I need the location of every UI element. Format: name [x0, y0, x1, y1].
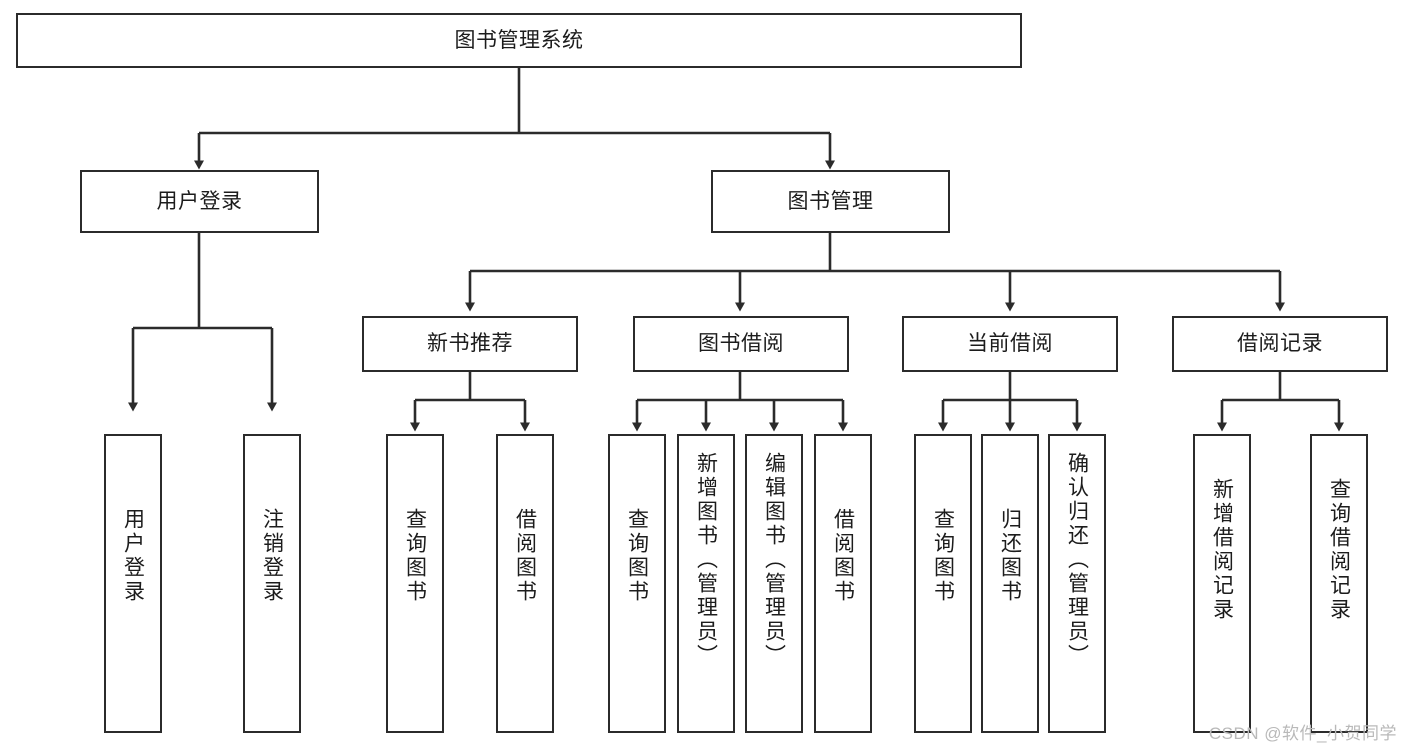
leaf-current-query-books-label: 查询图书	[931, 508, 955, 604]
node-new-book-recommend[interactable]: 新书推荐	[362, 316, 578, 372]
leaf-borrow-edit-book-admin[interactable]: 编辑图书（管理员）	[745, 434, 803, 733]
leaf-logout[interactable]: 注销登录	[243, 434, 301, 733]
leaf-newbook-query-books-label: 查询图书	[403, 508, 427, 604]
node-book-borrow-label: 图书借阅	[698, 332, 784, 356]
node-user-login-label: 用户登录	[156, 189, 243, 213]
leaf-current-return-books-label: 归还图书	[998, 508, 1022, 604]
leaf-current-confirm-return-admin[interactable]: 确认归还（管理员）	[1048, 434, 1106, 733]
leaf-current-confirm-return-admin-label: 确认归还（管理员）	[1065, 452, 1089, 668]
node-root-label: 图书管理系统	[454, 28, 584, 52]
node-book-management[interactable]: 图书管理	[711, 170, 950, 233]
node-current-borrow-label: 当前借阅	[967, 332, 1053, 356]
node-borrow-record-label: 借阅记录	[1237, 332, 1323, 356]
leaf-record-query-borrow-record[interactable]: 查询借阅记录	[1310, 434, 1368, 733]
leaf-logout-label: 注销登录	[260, 508, 284, 604]
node-user-login[interactable]: 用户登录	[80, 170, 319, 233]
leaf-borrow-edit-book-admin-label: 编辑图书（管理员）	[762, 452, 786, 668]
node-current-borrow[interactable]: 当前借阅	[902, 316, 1118, 372]
node-new-book-recommend-label: 新书推荐	[427, 332, 513, 356]
leaf-borrow-add-book-admin-label: 新增图书（管理员）	[694, 452, 718, 668]
leaf-borrow-add-book-admin[interactable]: 新增图书（管理员）	[677, 434, 735, 733]
node-root-book-management-system[interactable]: 图书管理系统	[16, 13, 1022, 68]
node-book-borrow[interactable]: 图书借阅	[633, 316, 849, 372]
leaf-newbook-borrow-books[interactable]: 借阅图书	[496, 434, 554, 733]
leaf-user-login[interactable]: 用户登录	[104, 434, 162, 733]
leaf-record-add-borrow-record[interactable]: 新增借阅记录	[1193, 434, 1251, 733]
leaf-user-login-label: 用户登录	[121, 508, 145, 604]
leaf-borrow-borrow-books-label: 借阅图书	[831, 508, 855, 604]
leaf-current-return-books[interactable]: 归还图书	[981, 434, 1039, 733]
leaf-borrow-query-books[interactable]: 查询图书	[608, 434, 666, 733]
node-book-management-label: 图书管理	[787, 189, 874, 213]
csdn-watermark: CSDN @软件_小贺同学	[1208, 724, 1397, 743]
leaf-record-add-borrow-record-label: 新增借阅记录	[1210, 478, 1234, 622]
leaf-newbook-borrow-books-label: 借阅图书	[513, 508, 537, 604]
leaf-newbook-query-books[interactable]: 查询图书	[386, 434, 444, 733]
leaf-borrow-borrow-books[interactable]: 借阅图书	[814, 434, 872, 733]
leaf-current-query-books[interactable]: 查询图书	[914, 434, 972, 733]
leaf-record-query-borrow-record-label: 查询借阅记录	[1327, 478, 1351, 622]
node-borrow-record[interactable]: 借阅记录	[1172, 316, 1388, 372]
leaf-borrow-query-books-label: 查询图书	[625, 508, 649, 604]
